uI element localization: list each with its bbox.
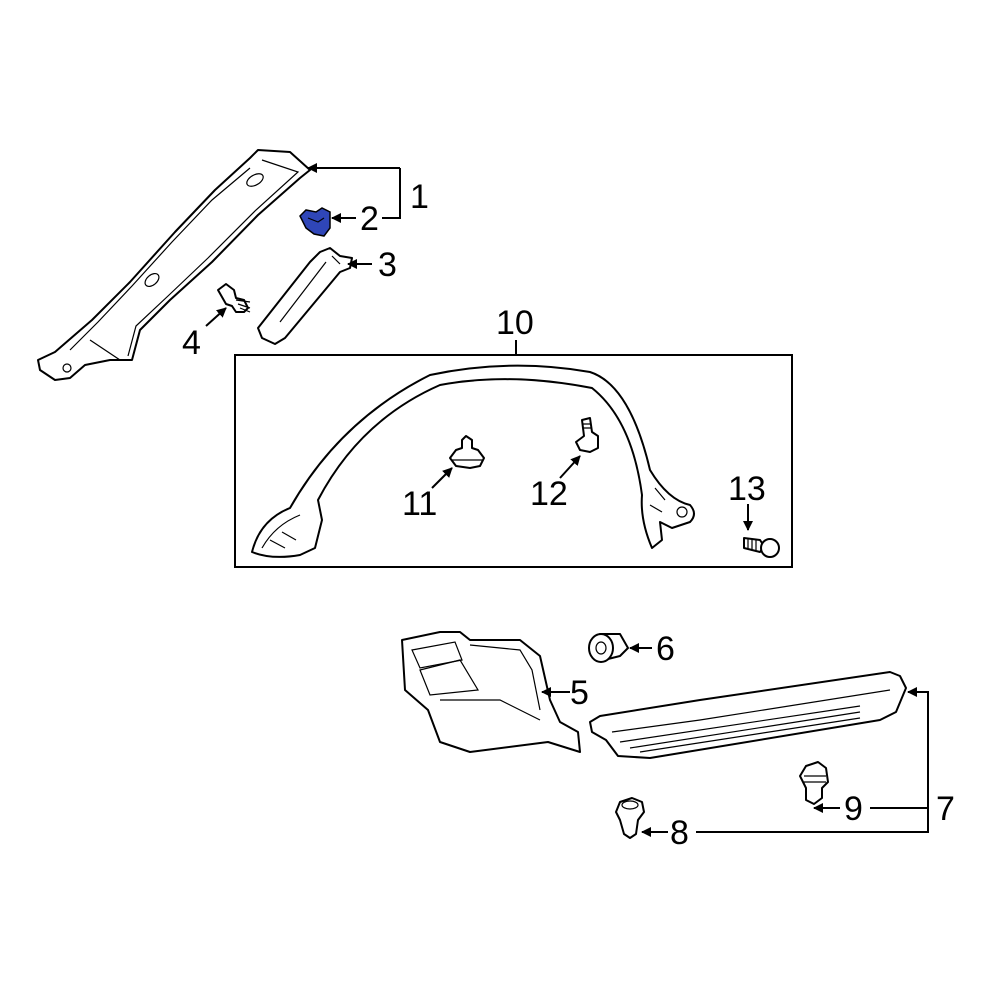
clip-part-8[interactable]	[615, 797, 645, 839]
kick-panel-part[interactable]	[401, 631, 581, 753]
clip-part-highlighted[interactable]	[299, 207, 331, 237]
callout-11: 11	[402, 485, 437, 523]
stud-part-12[interactable]	[575, 417, 599, 453]
callout-2: 2	[360, 200, 379, 238]
clip-part-9[interactable]	[799, 761, 829, 805]
leader-lines	[205, 163, 929, 837]
callout-12: 12	[530, 475, 568, 513]
grommet-part-6[interactable]	[588, 633, 629, 663]
wheel-arch-group-box	[234, 354, 793, 568]
screw-part-13[interactable]	[743, 537, 780, 558]
pillar-trim-part[interactable]	[37, 149, 311, 381]
callout-1: 1	[410, 178, 429, 216]
scuff-plate-part[interactable]	[589, 671, 907, 759]
callout-8: 8	[670, 814, 689, 852]
callout-3: 3	[378, 246, 397, 284]
clip-part-11[interactable]	[449, 435, 485, 469]
callout-10: 10	[496, 304, 534, 342]
wheel-arch-molding-part[interactable]	[251, 364, 695, 558]
pillar-strip-part[interactable]	[257, 247, 353, 345]
callout-4: 4	[182, 324, 201, 362]
bolt-part-4[interactable]	[217, 283, 251, 313]
callout-6: 6	[656, 630, 675, 668]
callout-13: 13	[728, 470, 766, 508]
callout-labels: 1 2 3 4 10 11 12 13 5 6 7 8 9	[182, 178, 955, 852]
callout-5: 5	[570, 674, 589, 712]
callout-9: 9	[844, 790, 863, 828]
callout-7: 7	[936, 790, 955, 828]
